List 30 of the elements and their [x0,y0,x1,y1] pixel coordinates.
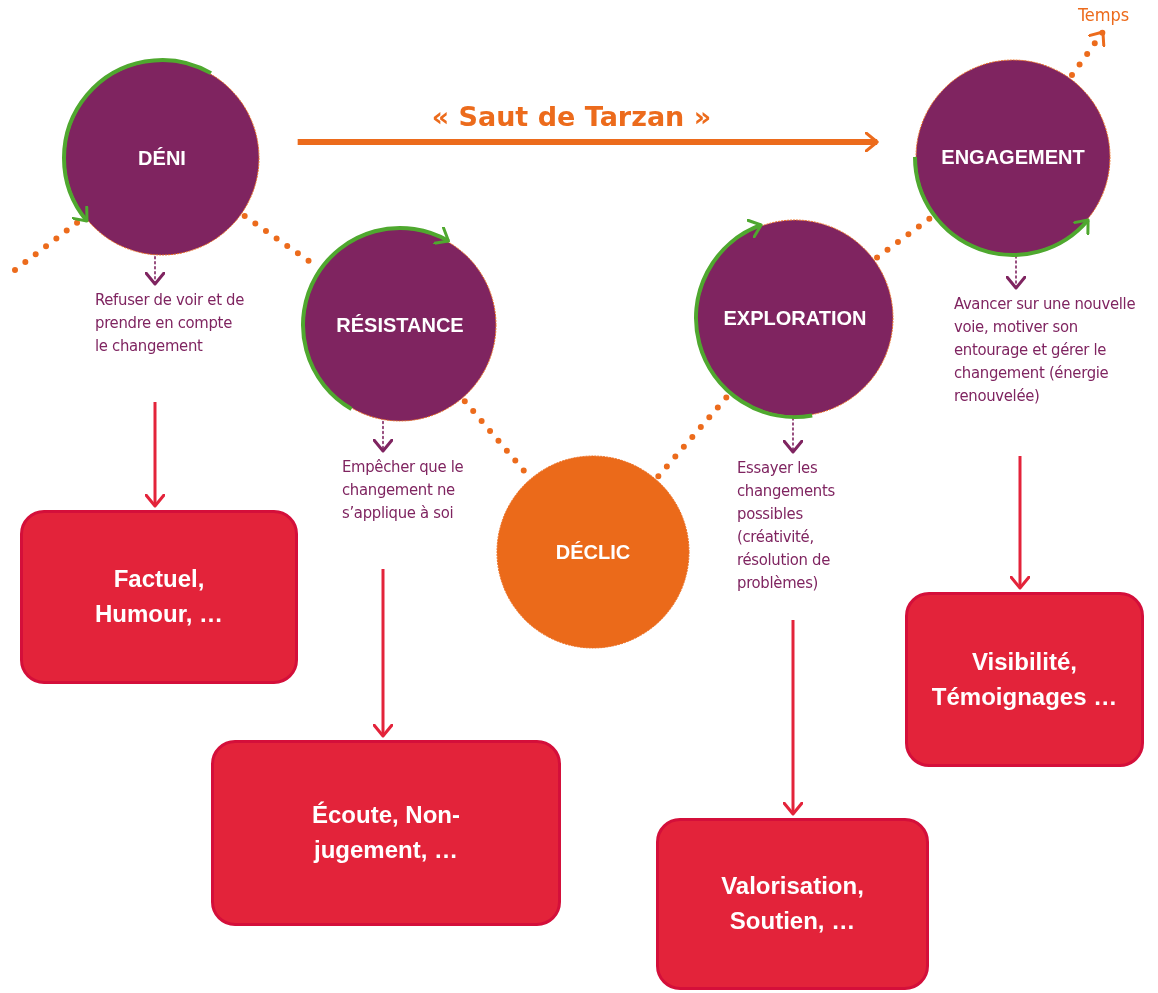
arrow [144,402,166,508]
action-box [905,592,1144,767]
jump-arrow [297,131,879,153]
stage-label: EXPLORATION [722,306,868,330]
stage-label: RÉSISTANCE [335,313,465,337]
arrow [782,417,804,454]
description-text: Refuser de voir et de prendre en compte le changement [95,289,245,358]
action-box [20,510,298,684]
axis-label: Temps [1078,4,1131,25]
description-text: Avancer sur une nouvelle voie, motiver son entourage et gérer le changement (énergie renouvelée) [954,293,1137,408]
stage-label: DÉCLIC [554,540,632,564]
arrow [1005,255,1027,290]
arrow [1009,456,1031,590]
description-text: Empêcher que le changement ne s’applique à soi [342,456,465,525]
description-text: Essayer les changements possibles (créativité, résolution de problèmes) [737,457,836,595]
action-text: Écoute, Non-jugement, … [311,800,461,865]
action-text: Visibilité, Témoignages … [930,646,1119,712]
action-box [211,740,561,926]
arrow [372,569,394,738]
action-text: Valorisation, Soutien, … [720,871,865,936]
arrow [1069,29,1106,78]
action-text: Factuel, Humour, … [94,564,224,629]
arrow [372,420,394,453]
stage-label: ENGAGEMENT [940,145,1086,169]
dotted-path [655,392,732,480]
arrow [144,255,166,286]
dotted-path [874,214,935,261]
arrow [782,620,804,816]
action-box [656,818,929,990]
stage-label: DÉNI [137,146,187,170]
